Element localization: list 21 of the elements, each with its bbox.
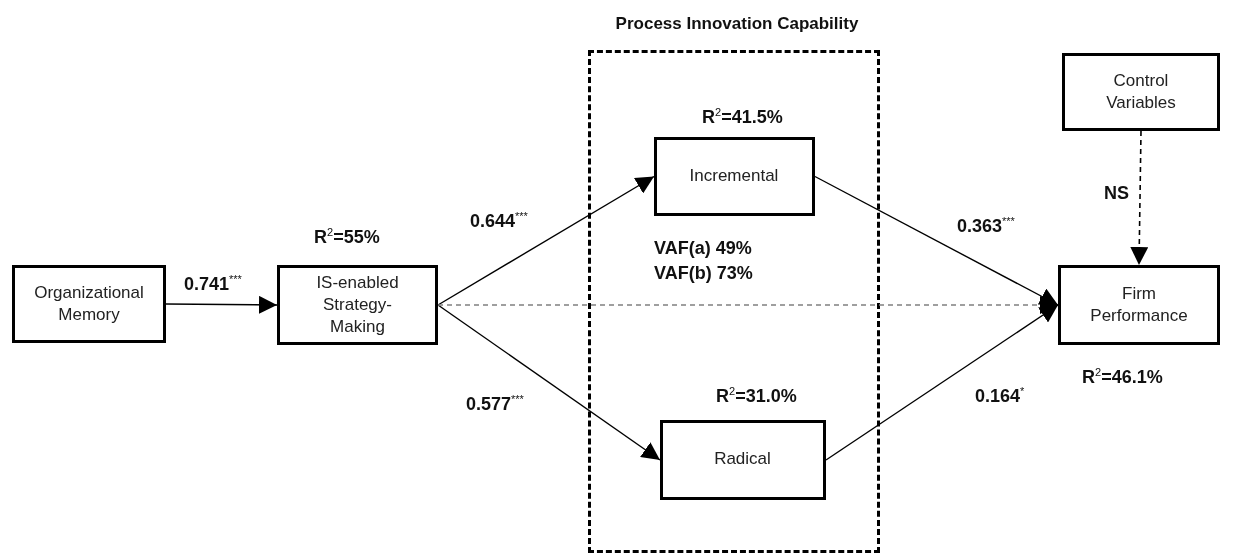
variable-box [277, 265, 438, 345]
variable-box [1058, 265, 1220, 345]
arrow [437, 304, 661, 461]
node-label: Organizational Memory [33, 281, 145, 326]
variable-box [653, 136, 815, 216]
vaf-label: VAF(b) 73% [653, 263, 754, 284]
node-label: Radical [713, 448, 772, 471]
arrow [814, 175, 1059, 306]
dashed-arrow [1130, 130, 1149, 266]
arrow [437, 175, 655, 306]
node-label: IS-enabled Strategy-Making [315, 271, 400, 339]
vaf-label: VAF(a) 49% [653, 238, 753, 259]
node-label: Control Variables [1105, 69, 1177, 114]
arrow [165, 295, 278, 314]
variable-box [1062, 53, 1220, 131]
group-heading: Process Innovation Capability [614, 13, 860, 35]
arrow [825, 304, 1059, 461]
variable-box [659, 419, 826, 500]
variable-box [12, 265, 166, 343]
node-label: Firm Performance [1089, 282, 1189, 327]
node-label: Incremental [688, 164, 780, 187]
